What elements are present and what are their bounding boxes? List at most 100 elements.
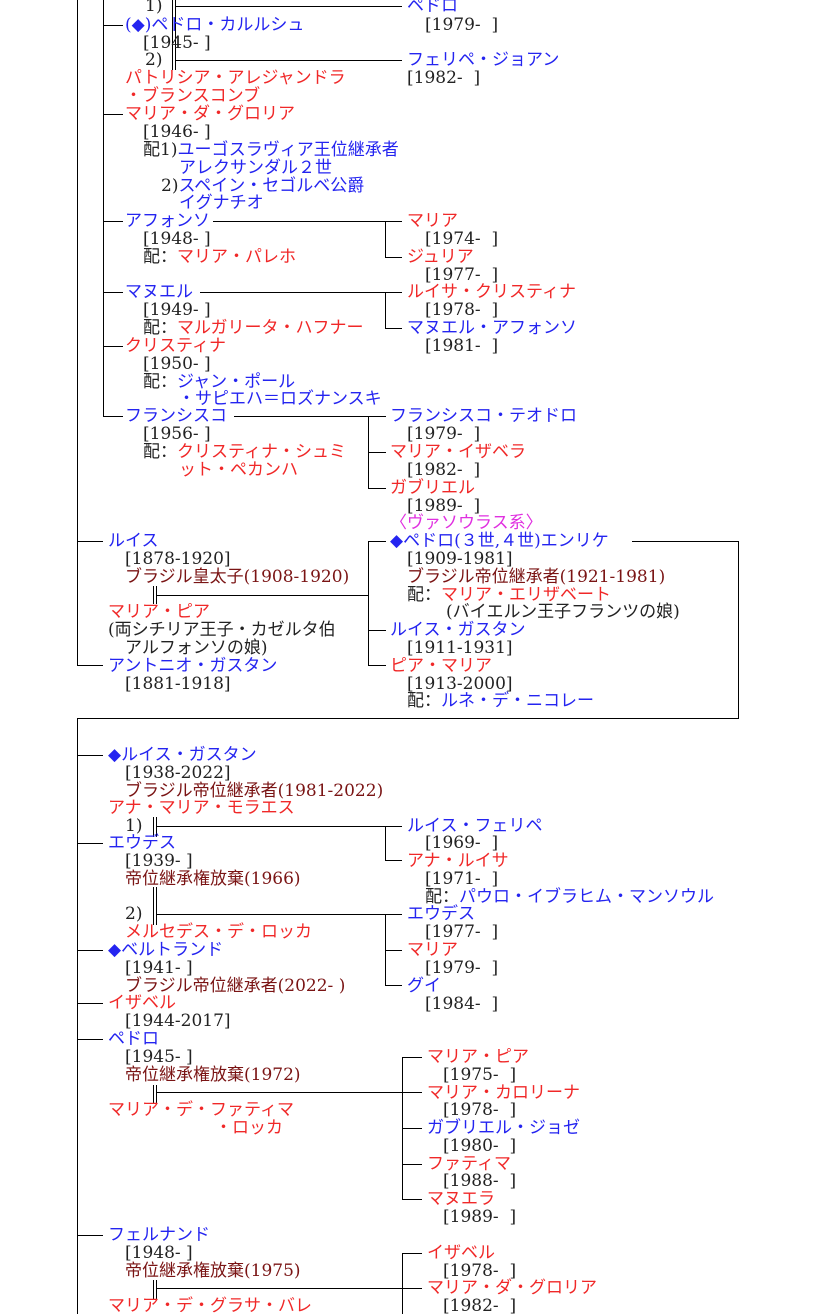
spouse-line: 配：パウロ・イブラヒム・マンソウル [425,888,714,906]
person-luis-gastao[interactable]: ルイス・ガスタン [390,620,526,640]
child-name[interactable]: マリア・カロリーナ [427,1083,580,1103]
person-title: 帝位継承権放棄(1966) [125,869,301,889]
marriage-number: 1) [125,816,143,836]
person-afonso[interactable]: アフォンソ [125,211,210,231]
child-dates: [1979- ] [425,15,499,35]
child-dates: [1971- ] [425,869,499,889]
person-dates: [1909-1981] [407,549,513,569]
person-fernando[interactable]: フェルナンド [108,1225,210,1245]
child-name[interactable]: イザベル [427,1243,495,1263]
child-name[interactable]: ガブリエル・ジョゼ [427,1118,580,1138]
spouse-name[interactable]: マリア・デ・グラサ・バレ [108,1296,312,1316]
person-title: ブラジル帝位継承者(1921-1981) [407,567,666,587]
child-dates: [1982- ] [407,68,481,88]
spouse-line: 配：ルネ・デ・ニコレー [407,692,594,710]
person-eudes[interactable]: エウデス [108,833,176,853]
child-name[interactable]: ルイス・フェリペ [407,816,543,836]
child-dates: [1984- ] [425,994,499,1014]
person-luiz[interactable]: ◆ルイス・ガスタン [108,745,257,765]
spouse-name[interactable]: パウロ・イブラヒム・マンソウル [459,887,714,907]
person-pedro[interactable]: ペドロ [108,1029,159,1049]
child-name[interactable]: フェリペ・ジョアン [407,50,560,70]
spouse-name[interactable]: クリスティナ・シュミ [177,442,346,462]
person-bertrand[interactable]: ◆ベルトランド [108,940,224,960]
child-dates: [1977- ] [425,922,499,942]
person-francisco[interactable]: フランシスコ [125,406,227,426]
child-dates: [1978- ] [443,1261,517,1281]
spouse-line: 2)スペイン・セゴルベ公爵 [161,177,364,195]
person-dates: [1938-2022] [125,763,231,783]
person-pedro-henrique[interactable]: ◆ペドロ(３世,４世)エンリケ [390,531,609,551]
child-dates: [1979- ] [425,958,499,978]
child-dates: [1977- ] [425,265,499,285]
spouse-name[interactable]: マリア・ピア [108,602,210,622]
child-dates: [1979- ] [407,424,481,444]
child-name[interactable]: マリア・イザベラ [390,442,526,462]
person-cristina[interactable]: クリスティナ [125,336,226,356]
spouse-name-cont: ット・ペカンハ [179,460,298,480]
child-name[interactable]: グイ [407,976,441,996]
child-name[interactable]: ジュリア [407,247,474,267]
child-dates: [1981- ] [425,336,499,356]
spouse-label: 配： [407,691,441,711]
person-antonio[interactable]: アントニオ・ガスタン [108,656,278,676]
child-name[interactable]: マリア [407,211,458,231]
person-title: ブラジル皇太子(1908-1920) [125,567,350,587]
child-name[interactable]: マリア・ダ・グロリア [427,1278,597,1298]
spouse-name-cont: ・サピエハ＝ロズナンスキ [178,389,382,409]
person-dates: [1939- ] [125,851,193,871]
child-name[interactable]: エウデス [407,904,475,924]
spouse-name[interactable]: マリア・デ・ファティマ [108,1100,294,1120]
child-dates: [1974- ] [425,229,499,249]
spouse-name[interactable]: マリア・パレホ [177,247,296,267]
person-dates: [1948- ] [143,229,211,249]
spouse-label: 配1) [143,140,178,160]
child-name[interactable]: マヌエラ [427,1189,495,1209]
spouse-name[interactable]: ユーゴスラヴィア王位継承者 [177,140,399,160]
branch-label: 〈ヴァソウラス系〉 [390,513,543,533]
child-name[interactable]: マリア・ピア [427,1047,529,1067]
person-manuel[interactable]: マヌエル [125,282,193,302]
person-isabel[interactable]: イザベル [108,993,176,1013]
spouse-name[interactable]: マリア・エリザベート [441,585,611,605]
person-title: ブラジル帝位継承者(2022- ) [125,976,346,996]
spouse-label: 2) [161,176,179,196]
spouse-name[interactable]: アナ・マリア・モラエス [108,798,295,818]
person-dates: [1944-2017] [125,1011,231,1031]
child-name[interactable]: フランシスコ・テオドロ [390,406,577,426]
child-dates: [1978- ] [425,300,499,320]
person-maria-gloria[interactable]: マリア・ダ・グロリア [125,104,295,124]
spouse-name-cont: アレクサンダル２世 [179,158,332,178]
child-name[interactable]: ファティマ [427,1154,511,1174]
child-name[interactable]: マリア [407,940,458,960]
spouse-line: 配1)ユーゴスラヴィア王位継承者 [143,141,399,159]
person-dates: [1949- ] [143,300,211,320]
child-name[interactable]: マヌエル・アフォンソ [407,318,577,338]
spouse-note: (両シチリア王子・カゼルタ伯 [108,620,336,640]
person-name: ペドロ・カルルシュ [151,15,305,35]
marriage-number: 2) [125,904,143,924]
spouse-name[interactable]: マルガリータ・ハフナー [177,318,364,338]
person-pedro-carlos[interactable]: (◆)ペドロ・カルルシュ [125,16,304,34]
spouse-name[interactable]: スペイン・セゴルベ公爵 [178,176,365,196]
person-title: 帝位継承権放棄(1972) [125,1065,301,1085]
child-name[interactable]: アナ・ルイサ [407,851,509,871]
person-luis[interactable]: ルイス [108,531,159,551]
child-dates: [1989- ] [407,496,481,516]
spouse-line: 配：マルガリータ・ハフナー [143,319,364,337]
heir-diamond-icon: (◆) [125,15,152,35]
spouse-name[interactable]: メルセデス・デ・ロッカ [125,922,312,942]
child-dates: [1989- ] [443,1207,517,1227]
spouse-name[interactable]: ルネ・デ・ニコレー [441,691,594,711]
spouse-note-cont: アルフォンソの娘) [125,638,268,658]
person-dates: [1878-1920] [125,549,231,569]
person-pia-maria[interactable]: ピア・マリア [390,656,492,676]
child-name[interactable]: ルイサ・クリスティナ [407,282,576,302]
child-dates: [1982- ] [407,460,481,480]
spouse-label: 配： [407,585,441,605]
person-title: ブラジル帝位継承者(1981-2022) [125,781,384,801]
spouse-name[interactable]: ジャン・ポール [177,372,296,392]
child-name[interactable]: ペドロ [407,0,458,16]
child-name[interactable]: ガブリエル [390,478,475,498]
spouse-name[interactable]: パトリシア・アレジャンドラ [125,68,346,88]
